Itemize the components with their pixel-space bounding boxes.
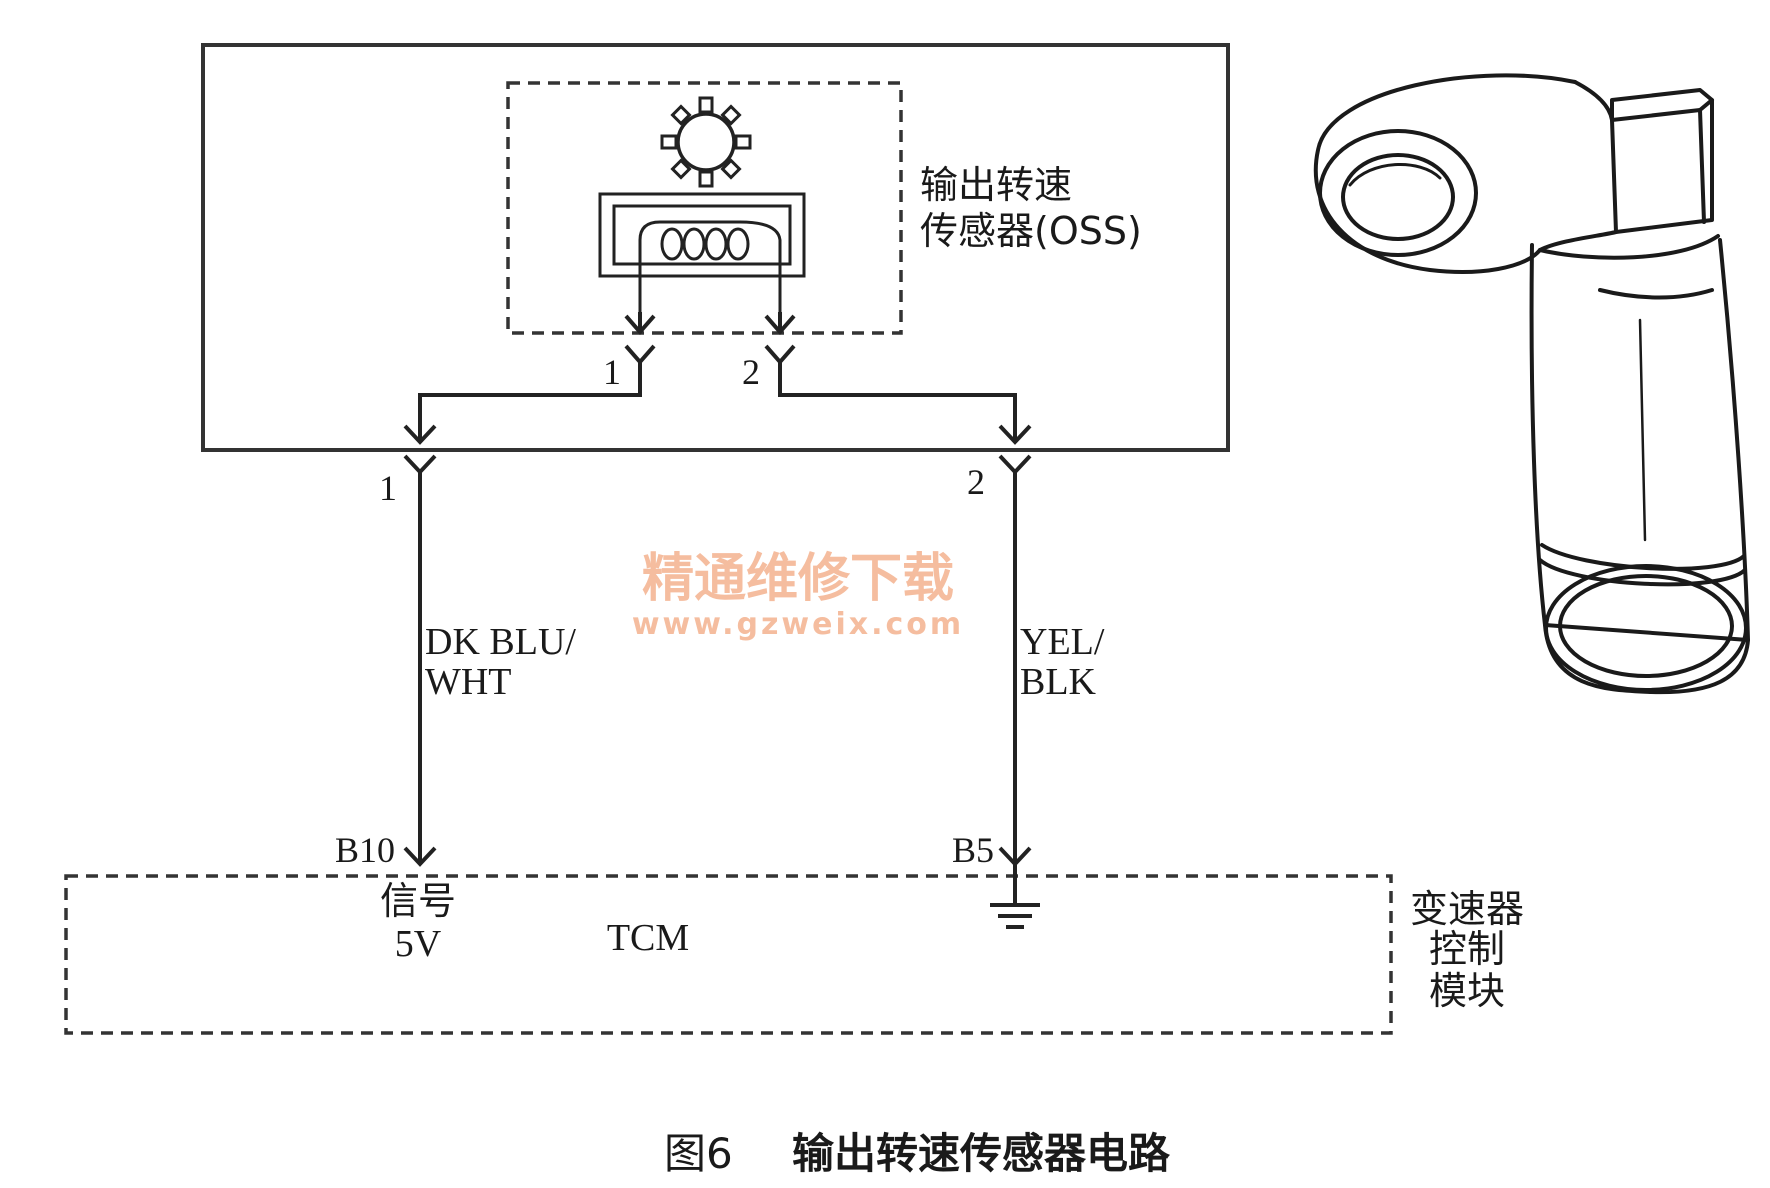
- sensor-element-box: [506, 81, 903, 335]
- tcm-side-label-line1: 变速器: [1410, 887, 1524, 931]
- harness-pin1-label: 1: [379, 468, 397, 508]
- pickup-coil-icon: [598, 192, 806, 312]
- ground-icon: [990, 864, 1040, 929]
- tcm-side-label-line3: 模块: [1429, 969, 1505, 1013]
- wire-right-color-line1: YEL/: [1020, 621, 1105, 663]
- figure-caption: 输出转速传感器电路: [792, 1129, 1171, 1178]
- harness-pin1-connector-icon: [403, 424, 437, 445]
- tcm-name: TCM: [607, 917, 689, 959]
- watermark-title: 精通维修下载: [642, 549, 954, 609]
- sensor-pin2-connector-icon: [764, 314, 796, 336]
- tcm-pin-b10-label: B10: [335, 830, 395, 870]
- harness-pin2-label: 2: [967, 462, 985, 502]
- reluctor-wheel-icon: [660, 96, 752, 188]
- tcm-signal-label-line2: 5V: [395, 923, 442, 965]
- sensor-housing-box: [201, 43, 1230, 452]
- tcm-signal-label-line1: 信号: [380, 879, 456, 923]
- wire-left-color-line2: WHT: [425, 661, 512, 703]
- wire-right-color-line2: BLK: [1020, 661, 1097, 703]
- wire-left-color-line1: DK BLU/: [425, 621, 576, 663]
- watermark-url: www.gzweix.com: [632, 607, 964, 642]
- sensor-label-line1: 输出转速: [920, 163, 1072, 207]
- sensor-illustration: [1313, 73, 1750, 695]
- tcm-pin-b5-label: B5: [952, 830, 994, 870]
- tcm-side-label-line2: 控制: [1429, 927, 1505, 971]
- sensor-pin2-label: 2: [742, 352, 760, 392]
- sensor-label-line2: 传感器(OSS): [920, 209, 1142, 253]
- tcm-box: [64, 874, 1393, 1035]
- sensor-pin1-connector-icon: [624, 314, 656, 336]
- harness-pin2-connector-icon: [998, 424, 1032, 445]
- figure-number: 图6: [664, 1129, 733, 1178]
- sensor-pin1-label: 1: [603, 352, 621, 392]
